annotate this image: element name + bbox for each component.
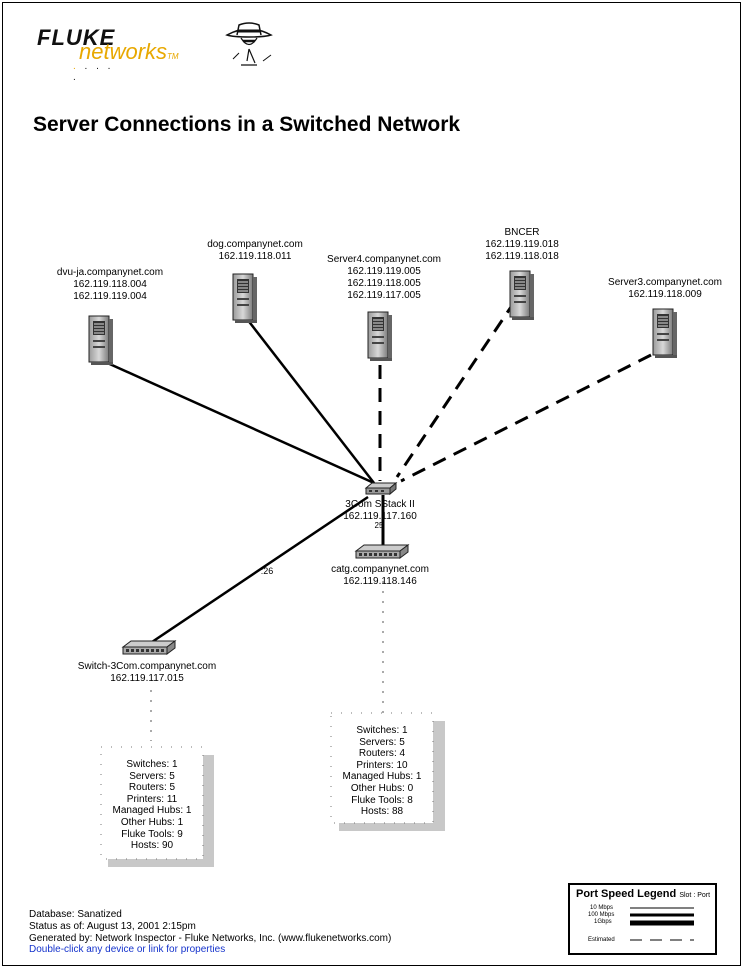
- summary-row: Fluke Tools: 8: [351, 794, 413, 806]
- legend-row-10: 10 Mbps: [590, 905, 614, 911]
- footer-hint: Double-click any device or link for prop…: [29, 944, 226, 956]
- legend-row-100: 100 Mbps: [588, 912, 615, 918]
- fluke-networks-logo: FLUKE networksTM . . . . .: [37, 25, 179, 83]
- link-dog-core[interactable]: [246, 318, 375, 484]
- link-core-switch3com[interactable]: [148, 495, 369, 646]
- summary-row: Routers: 5: [128, 782, 176, 794]
- logo-brand: FLUKE: [37, 25, 116, 50]
- summary-left[interactable]: Switches: 1 Servers: 5 Routers: 5 Printe…: [102, 759, 202, 852]
- port-speed-legend: Port Speed Legend Slot : Port 10 Mbps 10…: [568, 883, 717, 955]
- server-dvu-icon[interactable]: [88, 315, 114, 366]
- legend-row-1g: 1Gbps: [594, 919, 612, 925]
- server-dog-icon[interactable]: [232, 273, 258, 324]
- summary-row: Routers: 4: [358, 748, 406, 760]
- device-label-switch3com[interactable]: Switch-3Com.companynet.com 162.119.117.0…: [77, 661, 217, 684]
- summary-row: Other Hubs: 0: [350, 782, 414, 794]
- device-label-catg[interactable]: catg.companynet.com 162.119.118.146: [331, 564, 429, 587]
- summary-row: Managed Hubs: 1: [112, 805, 192, 817]
- page-title: Server Connections in a Switched Network: [33, 113, 461, 136]
- summary-right[interactable]: Switches: 1 Servers: 5 Routers: 4 Printe…: [332, 725, 432, 818]
- legend-row-estimated: Estimated: [588, 937, 615, 943]
- legend-lines: [630, 907, 694, 941]
- summary-row: Switches: 1: [356, 725, 408, 736]
- footer-database: Database: Sanatized: [29, 909, 122, 920]
- device-label-dvu[interactable]: dvu-ja.companynet.com 162.119.118.004 16…: [56, 267, 164, 302]
- summary-row: Servers: 5: [359, 736, 405, 748]
- summary-row: Other Hubs: 1: [120, 816, 184, 828]
- device-label-dog[interactable]: dog.companynet.com 162.119.118.011: [207, 239, 303, 262]
- switch-catg-icon[interactable]: [355, 544, 409, 559]
- footer-info: Database: Sanatized Status as of: August…: [29, 909, 391, 956]
- footer-generated: Generated by: Network Inspector - Fluke …: [29, 932, 392, 944]
- server-bncer-icon[interactable]: [509, 270, 535, 321]
- summary-row: Printers: 10: [356, 759, 408, 771]
- summary-row: Managed Hubs: 1: [342, 771, 422, 783]
- link-dvu-core[interactable]: [102, 359, 375, 485]
- legend-title: Port Speed Legend Slot : Port: [576, 888, 711, 900]
- device-label-bncer[interactable]: BNCER 162.119.119.018 162.119.118.018: [485, 227, 559, 262]
- server-server3-icon[interactable]: [652, 308, 678, 359]
- link-server3-core[interactable]: [400, 353, 652, 483]
- device-label-server3[interactable]: Server3.companynet.com 162.119.118.009: [608, 277, 722, 300]
- summary-row: Switches: 1: [126, 759, 178, 770]
- summary-row: Servers: 5: [129, 770, 175, 782]
- core-switch-port-label: 25: [374, 521, 384, 530]
- device-label-server4[interactable]: Server4.companynet.com 162.119.119.005 1…: [327, 254, 441, 301]
- link-bncer-core[interactable]: [395, 300, 517, 478]
- switch-3com-icon[interactable]: [122, 640, 176, 655]
- footer-status: Status as of: August 13, 2001 2:15pm: [29, 920, 196, 932]
- logo-dots: . . . . .: [73, 61, 114, 83]
- detective-mascot-icon: [225, 22, 273, 66]
- link-port-label: :26: [260, 566, 274, 576]
- summary-row: Printers: 11: [126, 793, 178, 805]
- server-server4-icon[interactable]: [367, 311, 393, 362]
- summary-row: Hosts: 88: [360, 806, 404, 818]
- device-label-core-switch[interactable]: 3Com SStack II 162.119.117.160: [343, 499, 417, 522]
- logo-product: networksTM: [79, 39, 179, 64]
- summary-row: Hosts: 90: [130, 840, 174, 852]
- core-switch-icon[interactable]: [365, 482, 397, 495]
- summary-row: Fluke Tools: 9: [121, 828, 183, 840]
